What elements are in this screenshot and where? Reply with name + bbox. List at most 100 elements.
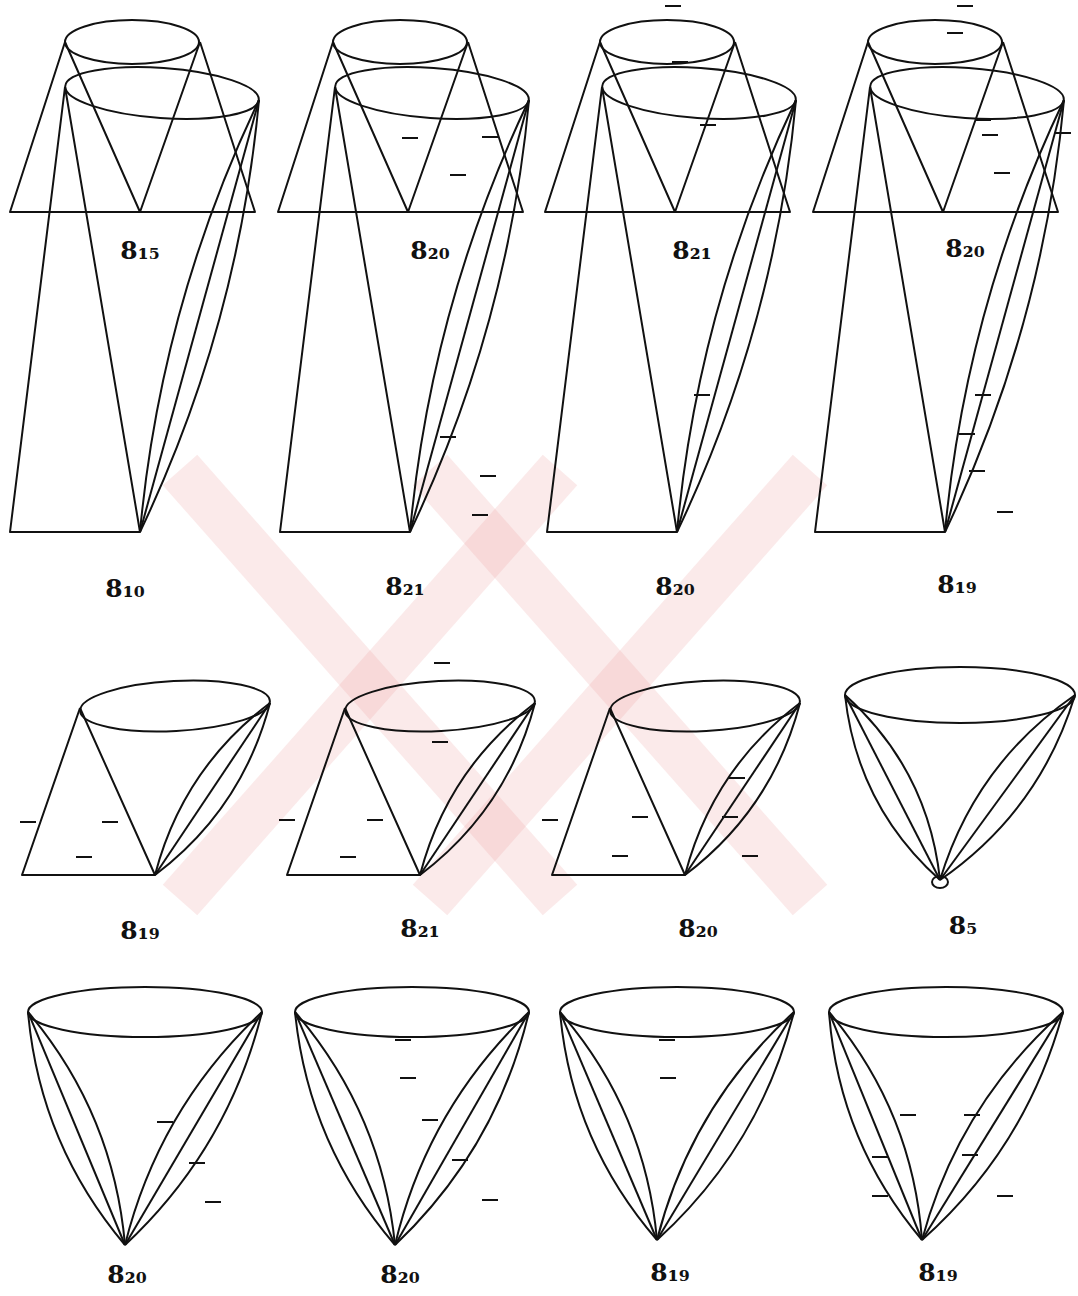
minus-sign <box>157 1121 173 1123</box>
knot-label: 8₂₀ <box>678 914 717 943</box>
multi-edge <box>677 100 796 532</box>
knot-label: 8₂₁ <box>672 236 711 265</box>
minus-sign <box>1055 132 1071 134</box>
minus-sign <box>450 174 466 176</box>
knot-label: 8₂₀ <box>380 1260 419 1289</box>
multi-edge <box>940 695 1075 880</box>
knot-label: 8₂₁ <box>385 572 424 601</box>
knot-label: 8₁₉ <box>120 916 159 945</box>
multi-edge <box>560 1012 657 1240</box>
minus-sign <box>957 5 973 7</box>
watermark <box>430 470 810 900</box>
knot-label: 8₁₉ <box>937 570 976 599</box>
minus-sign <box>542 819 558 821</box>
minus-sign <box>872 1195 888 1197</box>
top-circle <box>63 61 260 124</box>
top-circle <box>333 20 467 64</box>
minus-sign <box>402 137 418 139</box>
minus-sign <box>700 124 716 126</box>
minus-sign <box>102 821 118 823</box>
minus-sign <box>660 1077 676 1079</box>
minus-sign <box>279 819 295 821</box>
minus-sign <box>964 1114 980 1116</box>
minus-sign <box>975 119 991 121</box>
multi-edge <box>395 1012 529 1245</box>
knot-label: 8₁₅ <box>120 236 159 265</box>
multi-edge <box>410 100 529 532</box>
top-circle <box>295 987 529 1037</box>
multi-edge <box>560 1012 657 1240</box>
top-circle <box>600 61 797 124</box>
multi-edge <box>677 100 796 532</box>
multi-edge <box>395 1012 529 1245</box>
minus-sign <box>20 821 36 823</box>
multi-edge <box>940 695 1075 880</box>
knot-label: 8₂₁ <box>400 914 439 943</box>
minus-sign <box>694 394 710 396</box>
multi-edge <box>922 1012 1063 1240</box>
multi-edge <box>845 695 940 880</box>
minus-sign <box>440 436 456 438</box>
top-circle <box>829 987 1063 1037</box>
minus-sign <box>969 470 985 472</box>
multi-edge <box>420 703 535 875</box>
knot-label: 8₁₉ <box>918 1258 957 1287</box>
top-circle <box>28 987 262 1037</box>
minus-sign <box>722 816 738 818</box>
graph-edge <box>280 87 410 532</box>
minus-sign <box>395 1039 411 1041</box>
minus-sign <box>672 61 688 63</box>
minus-sign <box>472 514 488 516</box>
knot-label: 8₂₀ <box>107 1260 146 1289</box>
multi-edge <box>125 1012 262 1245</box>
multi-edge <box>410 100 529 532</box>
multi-edge <box>945 100 1064 532</box>
multi-edge <box>395 1012 529 1245</box>
minus-sign <box>434 662 450 664</box>
multi-edge <box>155 703 270 875</box>
multi-edge <box>657 1012 794 1240</box>
multi-edge <box>140 100 259 532</box>
multi-edge <box>295 1012 395 1245</box>
graph-edge <box>287 708 420 875</box>
minus-sign <box>482 1199 498 1201</box>
knot-label: 8₁₀ <box>105 574 144 603</box>
top-circle <box>600 20 734 64</box>
minus-sign <box>982 134 998 136</box>
top-circle <box>65 20 199 64</box>
minus-sign <box>422 1119 438 1121</box>
multi-edge <box>829 1012 922 1240</box>
multi-edge <box>560 1012 657 1240</box>
minus-sign <box>189 1162 205 1164</box>
multi-edge <box>685 703 800 875</box>
knot-label: 8₅ <box>949 911 977 940</box>
graph-edge <box>547 87 677 532</box>
multi-edge <box>125 1012 262 1245</box>
multi-edge <box>945 100 1064 532</box>
multi-edge <box>922 1012 1063 1240</box>
minus-sign <box>452 1159 468 1161</box>
minus-sign <box>665 5 681 7</box>
multi-edge <box>155 703 270 875</box>
top-circle <box>868 61 1065 124</box>
knot-label: 8₂₀ <box>655 572 694 601</box>
minus-sign <box>975 394 991 396</box>
minus-sign <box>659 1039 675 1041</box>
multi-edge <box>685 703 800 875</box>
multi-edge <box>28 1012 125 1245</box>
knot-label: 8₂₀ <box>410 236 449 265</box>
minus-sign <box>205 1201 221 1203</box>
minus-sign <box>432 741 448 743</box>
multi-edge <box>125 1012 262 1245</box>
top-circle <box>868 20 1002 64</box>
graph-edge <box>552 708 685 875</box>
graph-edge <box>10 87 140 532</box>
top-circle <box>333 61 530 124</box>
minus-sign <box>900 1114 916 1116</box>
multi-edge <box>420 703 535 875</box>
minus-sign <box>997 1195 1013 1197</box>
minus-sign <box>367 819 383 821</box>
multi-edge <box>657 1012 794 1240</box>
minus-sign <box>480 475 496 477</box>
